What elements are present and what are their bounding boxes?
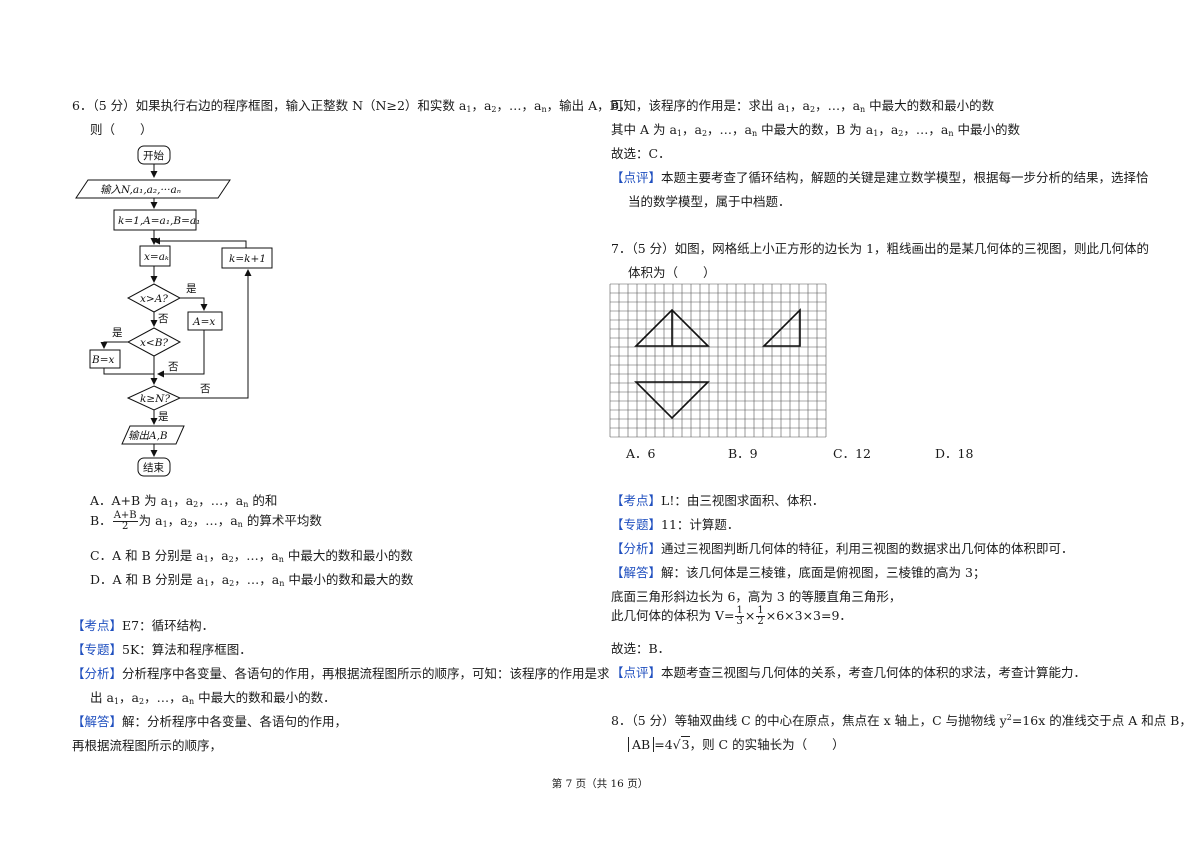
- q6-option-a[interactable]: A．A+B 为 a1，a2，…，an 的和: [90, 493, 278, 509]
- flow-assign-label: x=aₖ: [144, 251, 169, 263]
- q7-option-c[interactable]: C．12: [833, 446, 871, 461]
- flow-setB-box: [89, 349, 121, 369]
- flow-setA-box: [187, 311, 223, 331]
- flow-cond3-label: k≥N?: [140, 393, 170, 405]
- flow-cond3-yes: 是: [158, 411, 169, 423]
- flow-init-box: [113, 209, 197, 231]
- q8-stem-line2: AB=4√3，则 C 的实轴长为（ ）: [628, 734, 845, 753]
- flow-setB-label: B=x: [91, 354, 115, 366]
- r-p3: 故选：C．: [611, 146, 671, 161]
- q6-zhuanti: 【专题】5K：算法和程序框图．: [72, 642, 252, 657]
- r-dianping-line1: 【点评】本题主要考查了循环结构，解题的关键是建立数学模型，根据每一步分析的结果，…: [611, 170, 1149, 185]
- flow-cond1-label: x>A?: [140, 293, 168, 305]
- q6-stem-line2: 则（ ）: [90, 122, 153, 137]
- flow-inc-box: [221, 247, 273, 269]
- flow-setA-label: A=x: [192, 316, 215, 328]
- q7-kaodian: 【考点】L!：由三视图求面积、体积．: [611, 493, 825, 508]
- q7-option-a[interactable]: A．6: [626, 446, 656, 461]
- flow-input-box: [75, 179, 231, 199]
- flow-cond2-yes: 是: [112, 327, 123, 339]
- q7-option-d[interactable]: D．18: [935, 446, 974, 461]
- flow-init-label: k=1,A=a₁,B=a₁: [118, 215, 200, 227]
- r-dianping-line2: 当的数学模型，属于中档题．: [628, 194, 791, 209]
- q6-fenxi-line2: 出 a1，a2，…，an 中最大的数和最小的数．: [90, 690, 336, 706]
- q7-dianping: 【点评】本题考查三视图与几何体的关系，考查几何体的体积的求法，考查计算能力．: [611, 665, 1087, 680]
- q7-stem-line1: 7．（5 分）如图，网格纸上小正方形的边长为 1，粗线画出的是某几何体的三视图，…: [611, 241, 1150, 256]
- flow-cond2-label: x<B?: [140, 337, 168, 349]
- flow-input-label: 输入N,a₁,a₂,···aₙ: [100, 184, 181, 196]
- q7-jieda-line1: 【解答】解：该几何体是三棱锥，底面是俯视图，三棱锥的高为 3；: [611, 565, 986, 580]
- q6-option-c[interactable]: C．A 和 B 分别是 a1，a2，…，an 中最大的数和最小的数: [90, 548, 413, 564]
- top-view-shape: [634, 381, 710, 420]
- flow-end-box: [137, 457, 171, 477]
- q6-fenxi-line1: 【分析】分析程序中各变量、各语句的作用，再根据流程图所示的顺序，可知：该程序的作…: [72, 666, 610, 681]
- q7-jieda-line4: 故选：B．: [611, 641, 671, 656]
- flowchart: 开始 输入N,a₁,a₂,···aₙ k=1,A=a₁,B=a₁ x=aₖ k=…: [75, 145, 273, 477]
- three-view-grid-figure: [609, 283, 827, 438]
- q6-jieda-line1: 【解答】解：分析程序中各变量、各语句的作用，: [72, 714, 348, 729]
- flow-inc-label: k=k+1: [229, 253, 266, 265]
- flow-start-label: 开始: [143, 149, 164, 162]
- flow-output-box: [121, 425, 185, 445]
- flow-cond1-no: 否: [158, 313, 169, 325]
- r-p1: 可知，该程序的作用是：求出 a1，a2，…，an 中最大的数和最小的数: [611, 98, 995, 114]
- q6-stem-line1: 6．（5 分）如果执行右边的程序框图，输入正整数 N（N≥2）和实数 a1，a2…: [72, 98, 632, 114]
- flow-output-label: 输出A,B: [128, 430, 168, 442]
- q7-zhuanti: 【专题】11：计算题．: [611, 517, 740, 532]
- r-p2: 其中 A 为 a1，a2，…，an 中最大的数，B 为 a1，a2，…，an 中…: [611, 122, 1020, 138]
- side-view-shape: [762, 308, 801, 347]
- q7-fenxi: 【分析】通过三视图判断几何体的特征，利用三视图的数据求出几何体的体积即可．: [611, 541, 1074, 556]
- q6-kaodian: 【考点】E7：循环结构．: [72, 618, 215, 633]
- q7-jieda-line2: 底面三角形斜边长为 6，高为 3 的等腰直角三角形，: [611, 589, 902, 604]
- q6-jieda-line2: 再根据流程图所示的顺序，: [72, 738, 223, 753]
- flow-assign-box: [139, 245, 171, 267]
- q7-stem-line2: 体积为（ ）: [628, 265, 716, 280]
- flow-cond2-no: 否: [168, 361, 179, 373]
- flow-cond1-yes: 是: [186, 283, 197, 295]
- q8-stem-line1: 8．（5 分）等轴双曲线 C 的中心在原点，焦点在 x 轴上，C 与抛物线 y2…: [611, 712, 1192, 728]
- flow-end-label: 结束: [143, 461, 164, 474]
- flow-cond3-no: 否: [200, 383, 211, 395]
- q6-option-d[interactable]: D．A 和 B 分别是 a1，a2，…，an 中最小的数和最大的数: [90, 572, 414, 588]
- page-footer: 第 7 页（共 16 页）: [551, 778, 649, 790]
- q7-option-b[interactable]: B．9: [728, 446, 758, 461]
